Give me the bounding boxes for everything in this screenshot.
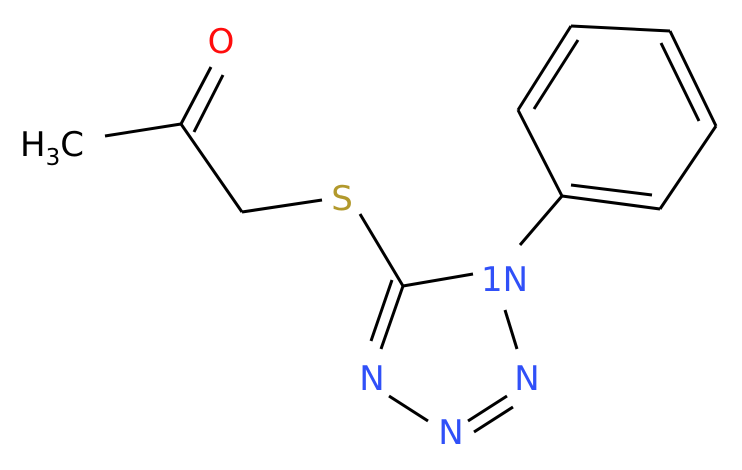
phenyl-bond-4 (668, 30, 718, 127)
bond-carbonyl-oxygen-2 (192, 74, 225, 133)
bond-n2-n1 (503, 309, 519, 350)
phenyl-ring (516, 24, 718, 211)
phenyl-inner-2 (659, 42, 701, 122)
nitrogen-n3-atom: N (438, 413, 463, 453)
n1-symbol: N (503, 260, 528, 300)
bond-methyl-carbonyl (104, 122, 182, 138)
methyl-h: H (20, 125, 46, 165)
nitrogen-n4-atom: N (359, 359, 384, 399)
phenyl-inner-3 (570, 183, 653, 197)
phenyl-bond-5 (658, 125, 718, 210)
bond-methylene-sulfur (241, 198, 323, 214)
methyl-subscript: 3 (46, 145, 61, 171)
methyl-label: H3C (20, 125, 84, 171)
bond-c5-n4-2 (369, 279, 394, 342)
bond-n1-phenyl (518, 195, 564, 246)
bond-carbonyl-methylene (179, 123, 244, 213)
bond-c5-n4-1 (379, 285, 405, 350)
bond-sulfur-c5 (358, 213, 405, 287)
nitrogen-n1-atom: 1N (481, 260, 528, 300)
methyl-c: C (60, 125, 84, 165)
phenyl-inner-1 (532, 39, 580, 110)
phenyl-bond-2 (516, 25, 573, 111)
nitrogen-n2-atom: N (514, 359, 539, 399)
bond-c5-n1 (402, 272, 474, 288)
bond-lines (104, 66, 564, 434)
bond-carbonyl-oxygen-1 (179, 66, 213, 125)
n1-locant: 1 (481, 260, 503, 300)
atom-labels: H3C O S 1N N N N (20, 22, 540, 453)
phenyl-bond-1 (516, 109, 564, 197)
bond-n3-n2-2 (473, 405, 514, 434)
oxygen-atom: O (208, 22, 235, 62)
bond-n3-n2-1 (467, 394, 508, 423)
phenyl-bond-6 (561, 194, 661, 211)
bond-n4-n3 (388, 394, 429, 423)
sulfur-atom: S (331, 179, 353, 219)
phenyl-bond-3 (570, 24, 671, 33)
